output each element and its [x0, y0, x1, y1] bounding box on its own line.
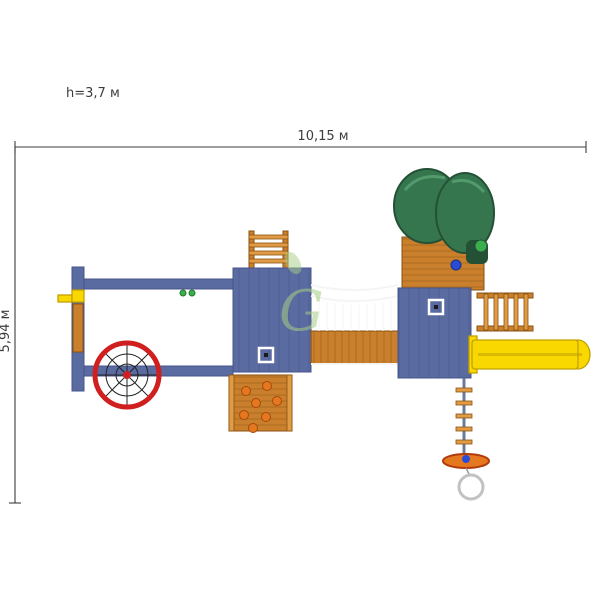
swing-post-wood-section — [72, 303, 84, 353]
depth-dimension-label: 5,94 м — [0, 310, 13, 353]
platform-marker — [427, 298, 445, 316]
center-platform — [232, 267, 312, 373]
web-center — [123, 371, 131, 379]
climb-hold — [251, 398, 261, 408]
climb-hold — [248, 423, 258, 433]
climbing-wall — [228, 374, 293, 433]
bridge-rope-rail-outer — [310, 284, 399, 291]
web-rim — [92, 340, 162, 410]
platform-marker — [257, 346, 275, 364]
straight-slide — [468, 335, 591, 374]
climb-hold — [272, 396, 282, 406]
watermark-letter: G — [279, 279, 324, 344]
swing-post — [57, 266, 85, 392]
swing-handle-left — [179, 289, 187, 297]
rope-ring — [457, 473, 485, 501]
watermark-leaf — [284, 251, 302, 275]
pole-ladder — [455, 378, 473, 457]
dimension-depth: 5,94 м — [0, 147, 21, 504]
swing-top-beam — [83, 278, 234, 290]
swing-hook — [57, 294, 73, 303]
playground-top-view: G — [57, 168, 591, 501]
climb-hold — [241, 386, 251, 396]
right-platform — [397, 287, 472, 379]
bridge-rope-rail-inner — [310, 295, 399, 302]
climb-hold — [239, 410, 249, 420]
height-label: h=3,7 м — [66, 86, 120, 101]
climb-hold — [261, 412, 271, 422]
rope-bridge — [310, 284, 399, 365]
width-dimension-label: 10,15 м — [297, 129, 348, 144]
tube-slide — [393, 168, 495, 271]
swing-handle-right — [188, 289, 196, 297]
tube-slide-cap — [474, 239, 488, 253]
spider-web-net — [92, 340, 162, 410]
entry-ladder — [248, 230, 289, 272]
disc-hub — [462, 455, 470, 463]
watermark-logo: G — [279, 251, 324, 344]
climb-hold — [262, 381, 272, 391]
disc-swing — [442, 453, 490, 501]
dimension-width: 10,15 м — [14, 129, 587, 153]
swing-post-cap — [71, 289, 85, 303]
ball-topper — [450, 259, 462, 271]
tube-slide-lobe-right — [435, 172, 495, 254]
side-ladder — [476, 292, 534, 332]
